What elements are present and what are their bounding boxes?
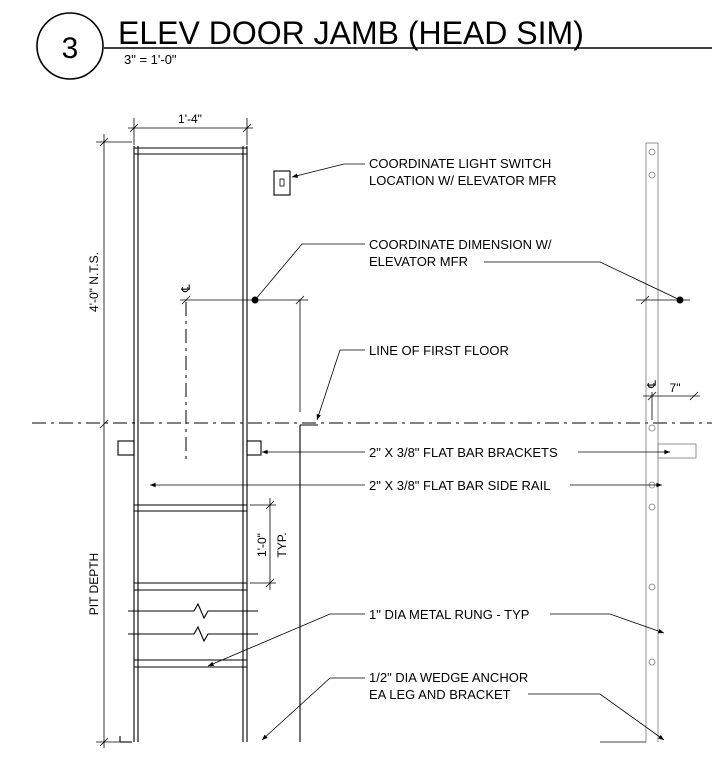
- note-anchor-line1: 1/2" DIA WEDGE ANCHOR: [369, 670, 528, 685]
- dimension-coordinate-left: [180, 295, 308, 305]
- side-rail-section: 7" ℄: [600, 142, 700, 743]
- dimension-rung-typ-label: TYP.: [275, 532, 289, 557]
- dimension-width-label: 1'-4": [178, 112, 202, 126]
- note-light-switch-line2: LOCATION W/ ELEVATOR MFR: [369, 173, 557, 188]
- note-side-rail: 2" X 3/8" FLAT BAR SIDE RAIL: [150, 478, 662, 493]
- detail-title: ELEV DOOR JAMB (HEAD SIM): [118, 15, 584, 51]
- note-anchor: 1/2" DIA WEDGE ANCHOR EA LEG AND BRACKET: [261, 670, 665, 741]
- detail-number: 3: [62, 32, 79, 65]
- note-coord-dim-line2: ELEVATOR MFR: [369, 254, 468, 269]
- dimension-rung-spacing: 1'-0" TYP.: [250, 498, 289, 590]
- note-brackets: 2" X 3/8" FLAT BAR BRACKETS: [261, 445, 670, 460]
- dimension-width: 1'-4": [128, 112, 253, 145]
- note-rung: 1" DIA METAL RUNG - TYP: [207, 607, 665, 667]
- note-coordinate-dimension: COORDINATE DIMENSION W/ ELEVATOR MFR: [254, 237, 681, 301]
- note-light-switch-line1: COORDINATE LIGHT SWITCH: [369, 156, 551, 171]
- note-brackets-text: 2" X 3/8" FLAT BAR BRACKETS: [369, 445, 558, 460]
- centerline-left: ℄: [179, 284, 193, 293]
- note-rung-text: 1" DIA METAL RUNG - TYP: [369, 607, 529, 622]
- note-light-switch: COORDINATE LIGHT SWITCH LOCATION W/ ELEV…: [291, 156, 557, 188]
- note-side-rail-text: 2" X 3/8" FLAT BAR SIDE RAIL: [369, 478, 550, 493]
- dimension-height-label: 4'-0" N.T.S.: [87, 252, 101, 312]
- dimension-pit-label: PIT DEPTH: [87, 553, 101, 615]
- light-switch-icon: [273, 170, 291, 196]
- note-first-floor: LINE OF FIRST FLOOR: [316, 343, 509, 421]
- title-block: 3 ELEV DOOR JAMB (HEAD SIM) 3" = 1'-0": [36, 12, 712, 80]
- dimension-rung-spacing-label: 1'-0": [255, 533, 269, 557]
- note-anchor-line2: EA LEG AND BRACKET: [369, 687, 511, 702]
- detail-number-circle: [36, 12, 104, 80]
- dimension-height: 4'-0" N.T.S. PIT DEPTH: [87, 134, 132, 748]
- note-coord-dim-line1: COORDINATE DIMENSION W/: [369, 237, 552, 252]
- note-first-floor-text: LINE OF FIRST FLOOR: [369, 343, 509, 358]
- door-jamb: [299, 300, 318, 742]
- dimension-side-offset-label: 7": [670, 381, 681, 395]
- detail-scale: 3" = 1'-0": [124, 52, 177, 67]
- centerline-right: ℄: [645, 380, 659, 389]
- ladder-elevation: ℄: [117, 146, 262, 743]
